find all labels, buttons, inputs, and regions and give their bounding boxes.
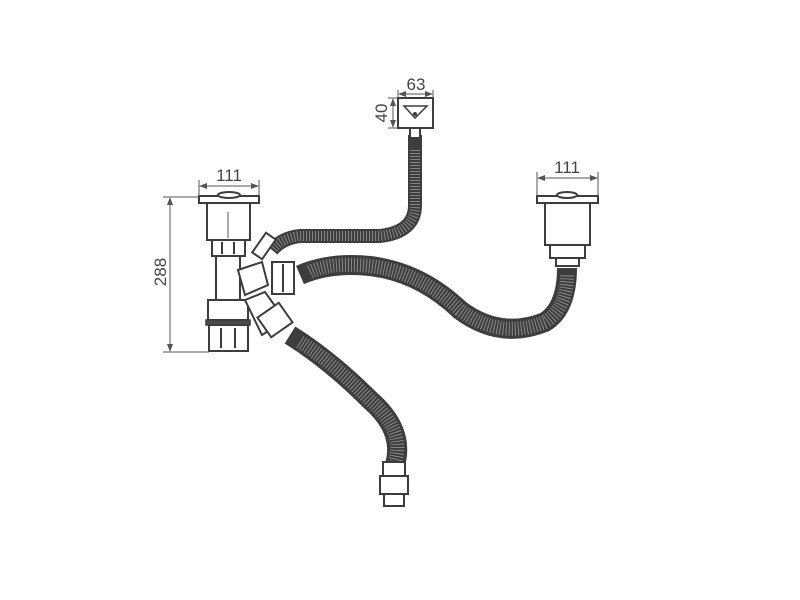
drain-corrugated-hose bbox=[284, 326, 408, 468]
dimension-overall-height: 288 bbox=[151, 196, 209, 353]
dimension-overflow-height: 40 bbox=[372, 97, 398, 129]
dimension-overflow-width: 63 bbox=[397, 75, 434, 98]
bottle-trap bbox=[205, 231, 295, 352]
dimension-label: 111 bbox=[554, 158, 580, 177]
right-strainer bbox=[536, 191, 599, 267]
dimension-label: 40 bbox=[372, 104, 391, 123]
dimension-label: 288 bbox=[151, 258, 170, 286]
dimension-left-strainer-width: 111 bbox=[198, 166, 260, 196]
dimension-right-strainer-width: 111 bbox=[536, 158, 599, 196]
drain-end-fitting bbox=[379, 461, 409, 507]
dimension-label: 63 bbox=[407, 75, 426, 94]
overflow-hose bbox=[266, 135, 422, 255]
left-strainer bbox=[198, 191, 260, 257]
overflow-head bbox=[397, 97, 434, 139]
dimension-label: 111 bbox=[216, 166, 242, 185]
main-corrugated-hose bbox=[296, 255, 577, 339]
